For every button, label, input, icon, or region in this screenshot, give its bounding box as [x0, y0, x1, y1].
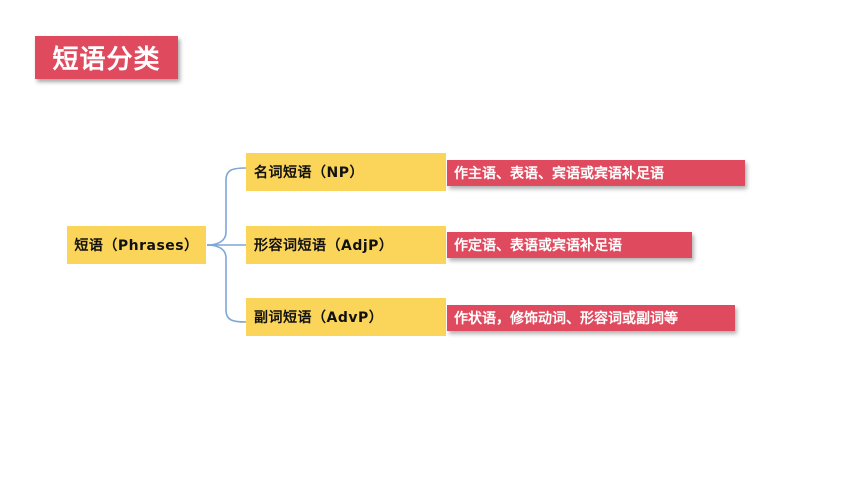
branch-node-advp: 副词短语（AdvP）	[246, 298, 446, 336]
branch-desc-adjp: 作定语、表语或宾语补足语	[447, 232, 692, 258]
branch-node-adjp: 形容词短语（AdjP）	[246, 226, 446, 264]
branch-node-np: 名词短语（NP）	[246, 153, 446, 191]
branch-desc-np: 作主语、表语、宾语或宾语补足语	[447, 160, 745, 186]
slide-title: 短语分类	[35, 36, 178, 79]
root-node-phrases: 短语（Phrases）	[67, 226, 206, 264]
branch-desc-advp: 作状语，修饰动词、形容词或副词等	[447, 305, 735, 331]
